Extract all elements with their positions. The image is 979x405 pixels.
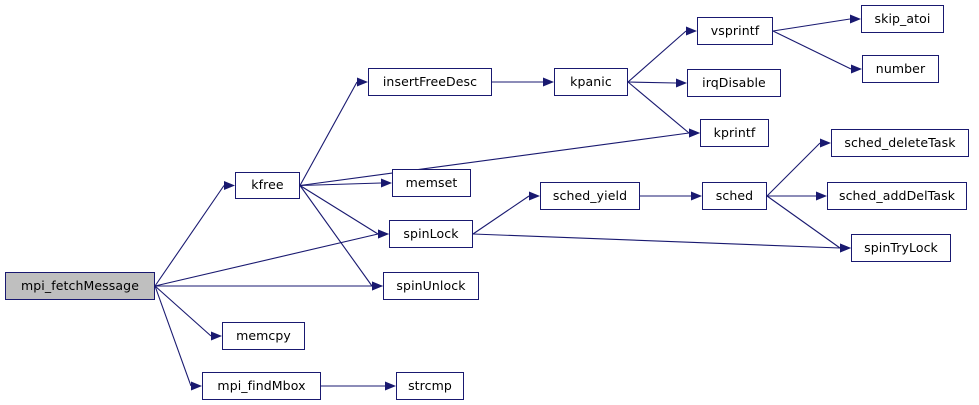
- arrowhead-icon: [691, 191, 702, 201]
- graph-edge-mpi_fetchMessage-to-kfree: [154, 181, 235, 287]
- graph-node-mpi_findMbox[interactable]: mpi_findMbox: [202, 372, 321, 400]
- graph-edge-vsprintf-to-number: [772, 30, 862, 74]
- arrowhead-icon: [686, 26, 697, 36]
- arrowhead-icon: [378, 229, 389, 239]
- graph-node-label: mpi_findMbox: [217, 377, 306, 393]
- arrowhead-icon: [816, 191, 827, 201]
- arrowhead-icon: [224, 181, 235, 190]
- graph-node-label: sched_yield: [552, 187, 628, 203]
- graph-edge-kfree-to-spinLock: [299, 185, 389, 239]
- graph-edge-kfree-to-insertFreeDesc: [299, 77, 368, 186]
- graph-node-label: number: [875, 60, 926, 76]
- arrowhead-icon: [851, 64, 862, 74]
- graph-node-spinTryLock[interactable]: spinTryLock: [851, 234, 951, 262]
- graph-node-sched_yield[interactable]: sched_yield: [540, 182, 640, 210]
- arrowhead-icon: [385, 381, 396, 391]
- arrowhead-icon: [381, 178, 392, 188]
- graph-node-sched[interactable]: sched: [702, 182, 767, 210]
- graph-node-label: vsprintf: [710, 22, 760, 38]
- graph-edge-sched-to-sched_deleteTask: [766, 138, 831, 197]
- graph-node-number[interactable]: number: [862, 55, 939, 83]
- arrowhead-icon: [372, 281, 383, 291]
- graph-node-kfree[interactable]: kfree: [235, 172, 300, 199]
- graph-node-label: spinTryLock: [864, 239, 938, 255]
- arrowhead-icon: [840, 243, 851, 253]
- graph-edge-sched_yield-to-sched: [640, 191, 702, 201]
- graph-edge-mpi_fetchMessage-to-spinLock: [154, 229, 389, 287]
- graph-node-insertFreeDesc[interactable]: insertFreeDesc: [368, 68, 492, 96]
- arrowhead-icon: [689, 128, 700, 138]
- graph-node-spinUnlock[interactable]: spinUnlock: [383, 272, 479, 300]
- graph-node-label: sched_addDelTask: [838, 187, 956, 203]
- graph-node-label: memset: [405, 174, 458, 190]
- graph-node-kpanic[interactable]: kpanic: [554, 68, 628, 96]
- graph-node-label: insertFreeDesc: [382, 73, 478, 89]
- graph-node-label: kpanic: [570, 73, 612, 89]
- graph-node-sched_addDelTask[interactable]: sched_addDelTask: [827, 182, 967, 210]
- graph-edge-insertFreeDesc-to-kpanic: [492, 77, 554, 87]
- graph-edge-mpi_fetchMessage-to-mpi_findMbox: [154, 285, 202, 391]
- graph-node-mpi_fetchMessage[interactable]: mpi_fetchMessage: [5, 272, 155, 300]
- graph-edge-mpi_fetchMessage-to-memcpy: [154, 285, 222, 341]
- graph-node-kprintf[interactable]: kprintf: [700, 119, 769, 147]
- graph-edge-kfree-to-spinUnlock: [299, 185, 383, 291]
- arrowhead-icon: [543, 77, 554, 87]
- graph-node-label: spinUnlock: [396, 277, 466, 293]
- graph-edge-vsprintf-to-skip_atoi: [772, 14, 861, 32]
- graph-edge-kfree-to-kprintf: [299, 128, 700, 187]
- graph-edge-spinLock-to-sched_yield: [472, 191, 540, 235]
- graph-node-irqDisable[interactable]: irqDisable: [687, 69, 781, 97]
- arrowhead-icon: [689, 128, 700, 138]
- arrowhead-icon: [372, 281, 383, 291]
- graph-node-label: sched: [715, 187, 754, 203]
- graph-edge-sched-to-sched_addDelTask: [767, 191, 827, 201]
- graph-node-label: strcmp: [408, 377, 452, 393]
- arrowhead-icon: [850, 14, 861, 24]
- graph-edge-kfree-to-memset: [299, 178, 392, 188]
- graph-node-vsprintf[interactable]: vsprintf: [697, 17, 773, 45]
- graph-node-label: kprintf: [713, 124, 756, 140]
- graph-node-label: spinLock: [403, 225, 459, 241]
- graph-node-label: memcpy: [236, 327, 291, 343]
- graph-node-spinLock[interactable]: spinLock: [389, 220, 473, 248]
- arrowhead-icon: [840, 243, 851, 253]
- arrowhead-icon: [357, 77, 368, 87]
- arrowhead-icon: [529, 191, 540, 201]
- graph-node-label: skip_atoi: [874, 10, 931, 26]
- graph-edge-kpanic-to-irqDisable: [627, 78, 687, 88]
- graph-node-memcpy[interactable]: memcpy: [222, 322, 305, 350]
- graph-node-sched_deleteTask[interactable]: sched_deleteTask: [831, 129, 969, 157]
- graph-node-label: irqDisable: [702, 74, 766, 90]
- graph-node-label: sched_deleteTask: [844, 134, 956, 150]
- arrowhead-icon: [211, 331, 222, 341]
- graph-edge-mpi_findMbox-to-strcmp: [321, 381, 396, 391]
- arrowhead-icon: [820, 138, 831, 148]
- arrowhead-icon: [191, 381, 202, 391]
- graph-edge-mpi_fetchMessage-to-spinUnlock: [155, 281, 383, 291]
- graph-node-label: mpi_fetchMessage: [20, 277, 139, 293]
- arrowhead-icon: [378, 229, 389, 239]
- graph-node-skip_atoi[interactable]: skip_atoi: [861, 5, 944, 33]
- graph-node-memset[interactable]: memset: [392, 169, 471, 197]
- arrowhead-icon: [676, 78, 687, 88]
- graph-node-label: kfree: [251, 177, 284, 193]
- graph-node-strcmp[interactable]: strcmp: [396, 372, 464, 400]
- graph-edge-spinLock-to-spinTryLock: [472, 233, 851, 253]
